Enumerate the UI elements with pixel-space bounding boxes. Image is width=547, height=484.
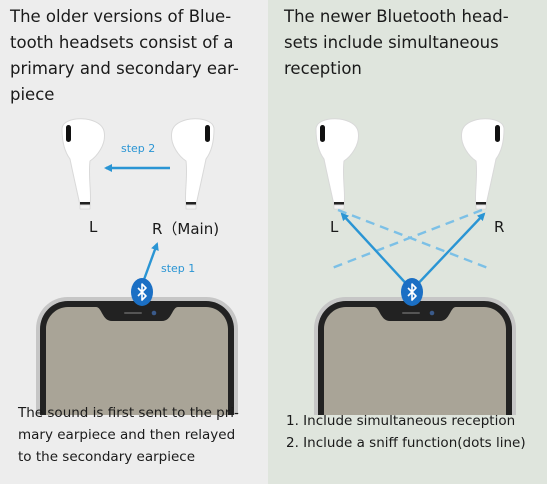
smartphone-icon [314, 297, 516, 415]
earbud-left-label: L [330, 218, 339, 236]
older-version-panel: The older versions of Blue- tooth headse… [0, 0, 268, 484]
earbud-right-label: R [494, 218, 505, 236]
left-panel-title: The older versions of Blue- tooth headse… [10, 7, 239, 104]
step1-arrow [140, 242, 159, 286]
earbud-icon [61, 118, 106, 210]
earbud-icon [460, 118, 505, 210]
left-reception-arrow [340, 212, 413, 291]
right-panel-caption: 1. Include simultaneous reception 2. Inc… [286, 413, 526, 451]
sniff-dotted-line [331, 208, 483, 270]
right-panel-title: The newer Bluetooth head- sets include s… [284, 7, 509, 78]
earbud-left-label: L [89, 218, 98, 236]
earbud-right-label: R（Main) [152, 220, 220, 238]
right-reception-arrow [411, 212, 486, 291]
sniff-dotted-line [337, 208, 489, 270]
earbud-icon [170, 118, 215, 210]
step1-label: step 1 [161, 262, 196, 275]
left-illustration [36, 118, 238, 415]
step2-label: step 2 [121, 142, 156, 155]
newer-version-panel: The newer Bluetooth head- sets include s… [268, 0, 547, 484]
bluetooth-icon [130, 277, 154, 307]
right-illustration [314, 118, 516, 415]
earbud-icon [315, 118, 360, 210]
bluetooth-icon [400, 277, 424, 307]
left-panel-caption: The sound is first sent to the pri- mary… [18, 405, 239, 465]
smartphone-icon [36, 297, 238, 415]
